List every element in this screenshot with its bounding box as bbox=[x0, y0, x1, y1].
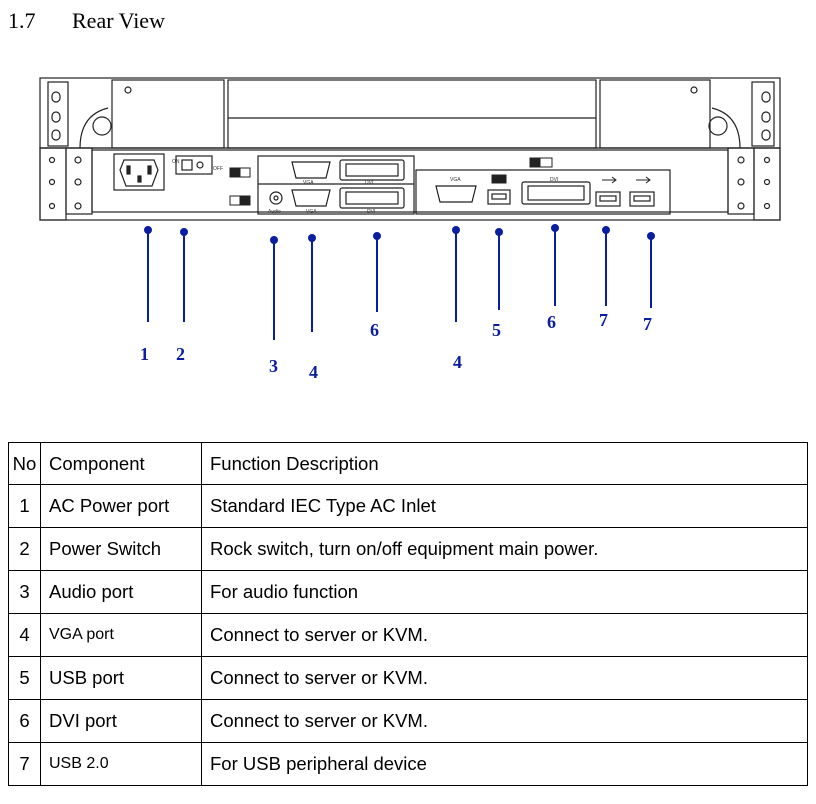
row-no: 5 bbox=[8, 656, 41, 700]
table-row: 3 Audio port For audio function bbox=[8, 570, 808, 614]
callout-5: 5 bbox=[492, 320, 501, 340]
callout-7b: 7 bbox=[643, 314, 652, 334]
table-row: 1 AC Power port Standard IEC Type AC Inl… bbox=[8, 484, 808, 528]
row-component: USB port bbox=[40, 656, 202, 700]
callout-leaders bbox=[144, 224, 655, 340]
component-table: No Component Function Description 1 AC P… bbox=[8, 442, 808, 786]
io-vga-label-top: VGA bbox=[303, 180, 314, 186]
section-heading: 1.7 Rear View bbox=[8, 8, 165, 34]
callout-4b: 4 bbox=[453, 352, 462, 372]
row-no: 2 bbox=[8, 527, 41, 571]
row-component: AC Power port bbox=[40, 484, 202, 528]
row-description: Standard IEC Type AC Inlet bbox=[201, 484, 808, 528]
callout-2: 2 bbox=[176, 344, 185, 364]
io-dvi-label-bottom: DVI bbox=[367, 209, 375, 215]
row-no: 7 bbox=[8, 742, 41, 786]
row-component: VGA port bbox=[40, 613, 202, 657]
row-description: For audio function bbox=[201, 570, 808, 614]
row-no: 4 bbox=[8, 613, 41, 657]
switch-off-label: OFF bbox=[213, 166, 223, 172]
power-switch-drawing bbox=[175, 155, 213, 175]
table-row: 2 Power Switch Rock switch, turn on/off … bbox=[8, 527, 808, 571]
callout-6a: 6 bbox=[370, 320, 379, 340]
rear-view-diagram: ON OFF VGA DVI Audio VGA DVI VGA D bbox=[39, 77, 781, 382]
dip-switches-drawing bbox=[229, 157, 553, 206]
header-no: No bbox=[8, 442, 41, 485]
io-vga-label-bottom: VGA bbox=[306, 209, 317, 215]
table-row: 4 VGA port Connect to server or KVM. bbox=[8, 613, 808, 657]
usb-icon bbox=[602, 176, 651, 184]
ac-inlet-drawing bbox=[113, 153, 165, 191]
right-vga-label: VGA bbox=[450, 177, 461, 183]
table-row: 5 USB port Connect to server or KVM. bbox=[8, 656, 808, 700]
callout-3: 3 bbox=[269, 356, 278, 376]
row-description: Connect to server or KVM. bbox=[201, 656, 808, 700]
io-dvi-label-top: DVI bbox=[365, 180, 373, 186]
row-description: For USB peripheral device bbox=[201, 742, 808, 786]
table-row: 6 DVI port Connect to server or KVM. bbox=[8, 699, 808, 743]
callout-4a: 4 bbox=[309, 362, 318, 382]
row-no: 3 bbox=[8, 570, 41, 614]
chassis-bottom bbox=[39, 147, 781, 221]
row-description: Connect to server or KVM. bbox=[201, 699, 808, 743]
row-no: 6 bbox=[8, 699, 41, 743]
row-component: Power Switch bbox=[40, 527, 202, 571]
section-number: 1.7 bbox=[8, 8, 36, 33]
right-module-drawing bbox=[415, 169, 671, 215]
row-description: Connect to server or KVM. bbox=[201, 613, 808, 657]
callout-7a: 7 bbox=[599, 310, 608, 330]
row-component: DVI port bbox=[40, 699, 202, 743]
io-audio-label: Audio bbox=[268, 209, 281, 215]
callout-6b: 6 bbox=[547, 312, 556, 332]
table-row: 7 USB 2.0 For USB peripheral device bbox=[8, 742, 808, 786]
header-component: Component bbox=[40, 442, 202, 485]
io-module-drawing bbox=[257, 155, 415, 215]
chassis-top bbox=[39, 77, 781, 149]
switch-on-label: ON bbox=[172, 159, 180, 165]
right-dvi-label: DVI bbox=[550, 177, 558, 183]
row-description: Rock switch, turn on/off equipment main … bbox=[201, 527, 808, 571]
row-component: Audio port bbox=[40, 570, 202, 614]
row-no: 1 bbox=[8, 484, 41, 528]
table-header-row: No Component Function Description bbox=[8, 442, 808, 485]
section-title: Rear View bbox=[72, 8, 165, 33]
header-description: Function Description bbox=[201, 442, 808, 485]
callout-1: 1 bbox=[140, 344, 149, 364]
row-component: USB 2.0 bbox=[40, 742, 202, 786]
